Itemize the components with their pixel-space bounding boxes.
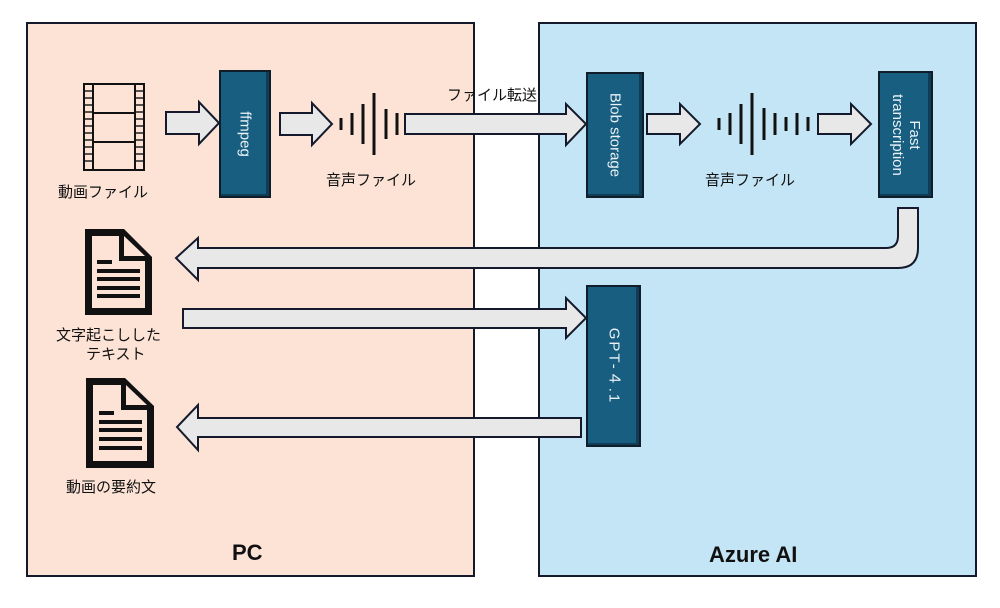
summary-caption: 動画の要約文 <box>66 478 157 496</box>
transcript-caption-line2: テキスト <box>86 345 146 363</box>
arrow-audio-to-transcription <box>817 101 873 147</box>
sound-wave-icon-azure <box>717 93 810 155</box>
film-strip-icon <box>83 83 145 171</box>
arrow-file-transfer <box>404 101 588 148</box>
video-file-caption: 動画ファイル <box>58 183 149 201</box>
fast-transcription-line2: transcription <box>888 93 906 176</box>
azure-region-label: Azure AI <box>709 542 798 567</box>
gpt-4-1-box: GPT-４.1 <box>586 285 641 447</box>
fast-transcription-line1: Fast <box>905 119 923 150</box>
audio-file-caption-pc: 音声ファイル <box>326 171 417 189</box>
blob-storage-box: Blob storage <box>586 72 644 198</box>
blob-storage-label: Blob storage <box>606 92 624 178</box>
sound-wave-icon-pc <box>339 93 399 155</box>
document-icon-transcript <box>85 229 152 315</box>
arrow-text-to-gpt <box>182 295 588 341</box>
pc-region-label: PC <box>232 540 263 565</box>
document-icon-summary <box>86 378 154 468</box>
arrow-blob-to-audio <box>646 101 702 147</box>
gpt-4-1-label: GPT-４.1 <box>605 327 622 405</box>
fast-transcription-label: Fast transcription <box>889 94 923 176</box>
arrow-transcription-to-text <box>174 207 919 283</box>
transcript-caption-line1: 文字起こしした <box>56 326 162 344</box>
file-transfer-caption: ファイル転送 <box>447 86 538 104</box>
arrow-video-to-ffmpeg <box>165 99 221 147</box>
ffmpeg-label: ffmpeg <box>236 111 254 157</box>
ffmpeg-box: ffmpeg <box>219 70 271 198</box>
arrow-ffmpeg-to-audio <box>279 100 334 148</box>
fast-transcription-box: Fast transcription <box>878 71 933 198</box>
arrow-gpt-to-summary <box>175 402 582 453</box>
audio-file-caption-azure: 音声ファイル <box>705 171 796 189</box>
